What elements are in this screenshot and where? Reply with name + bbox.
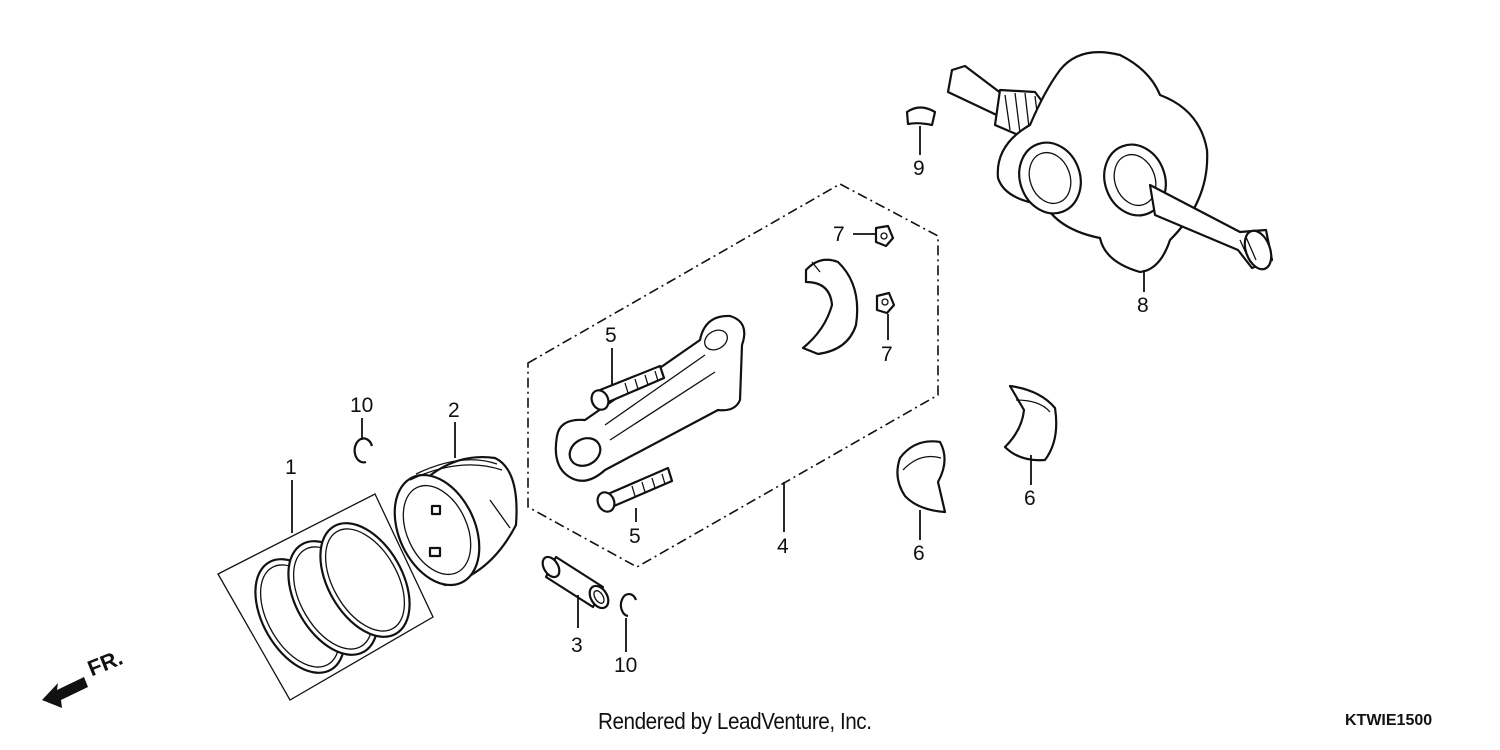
piston-rings bbox=[254, 522, 411, 674]
callout-10-lower: 10 bbox=[614, 654, 637, 677]
callout-1: 1 bbox=[285, 456, 297, 479]
woodruff-key bbox=[905, 106, 937, 127]
callout-10-upper: 10 bbox=[350, 394, 373, 417]
rod-cap bbox=[801, 258, 859, 356]
callout-8: 8 bbox=[1137, 294, 1149, 317]
callout-4: 4 bbox=[777, 535, 789, 558]
callout-7-lower: 7 bbox=[881, 343, 893, 366]
piston bbox=[393, 456, 518, 587]
callout-6-left: 6 bbox=[913, 542, 925, 565]
rod-bolt-upper bbox=[590, 364, 666, 411]
rod-bolt-lower bbox=[596, 466, 674, 513]
front-direction-arrow-icon bbox=[42, 677, 88, 708]
crank-bearing-right bbox=[1003, 384, 1058, 462]
callout-9: 9 bbox=[913, 157, 925, 180]
callout-2: 2 bbox=[448, 399, 460, 422]
callout-6-right: 6 bbox=[1024, 487, 1036, 510]
callout-7-upper: 7 bbox=[833, 223, 845, 246]
connecting-rod-box bbox=[527, 183, 939, 568]
piston-pin bbox=[541, 555, 610, 610]
piston-pin-clip-upper bbox=[353, 437, 374, 464]
piston-ring-set-box bbox=[217, 493, 434, 701]
diagram-code: KTWIE1500 bbox=[1345, 712, 1433, 729]
leader-lines bbox=[291, 126, 1145, 652]
crank-bearing-left bbox=[896, 440, 947, 514]
callout-5-upper: 5 bbox=[605, 324, 617, 347]
render-credit: Rendered by LeadVenture, Inc. bbox=[598, 708, 872, 734]
cap-nut-upper bbox=[874, 224, 895, 248]
callout-5-lower: 5 bbox=[629, 525, 641, 548]
connecting-rod bbox=[554, 314, 746, 482]
cap-nut-lower bbox=[875, 291, 896, 315]
piston-pin-clip-lower bbox=[619, 593, 638, 618]
callout-3: 3 bbox=[571, 634, 583, 657]
crankshaft bbox=[946, 51, 1274, 274]
